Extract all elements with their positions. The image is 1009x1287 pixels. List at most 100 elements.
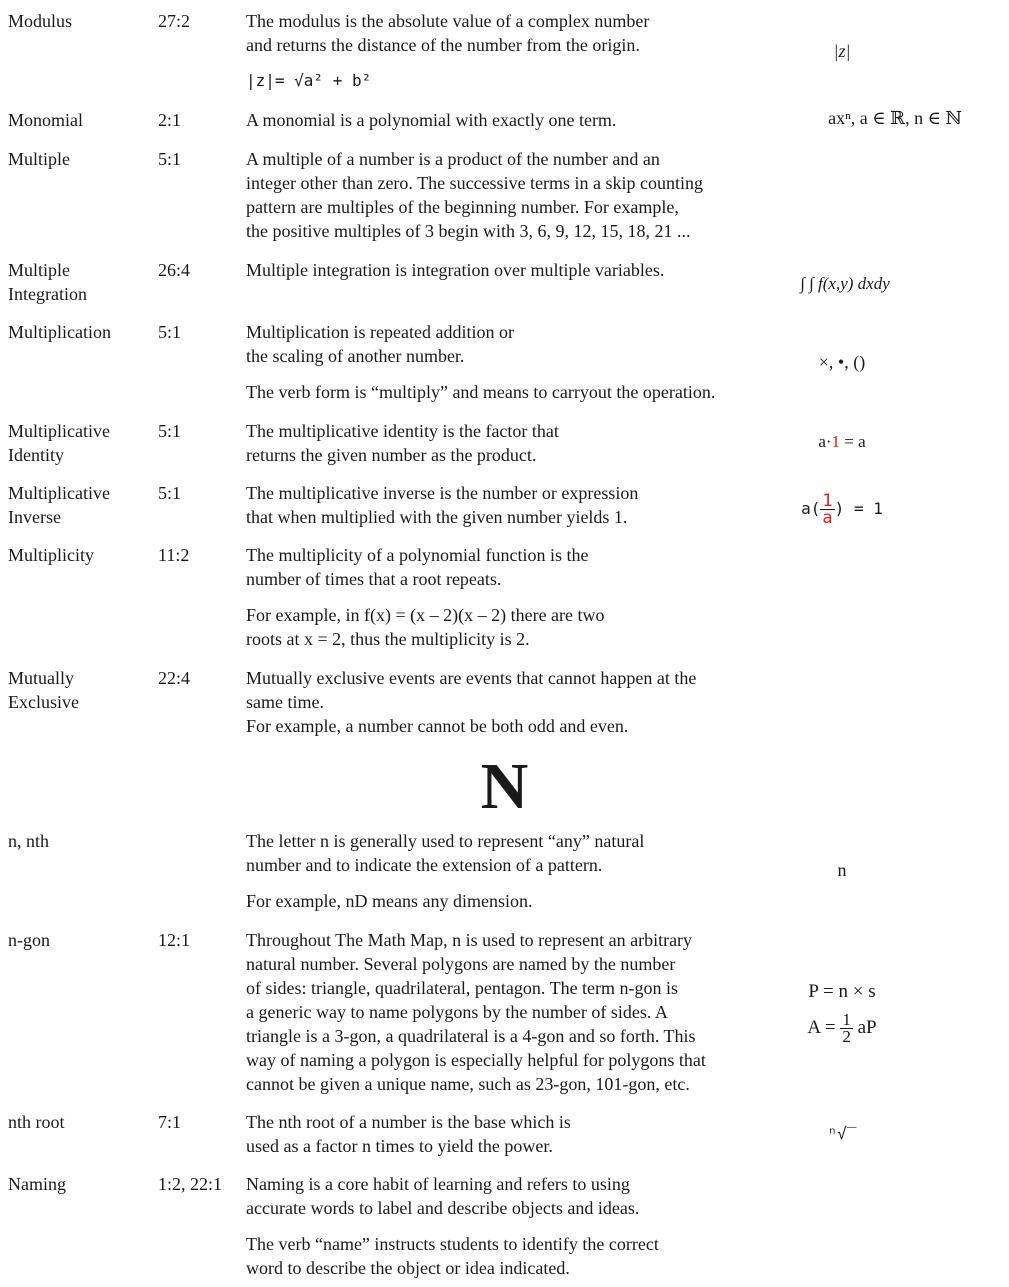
desc-line: roots at x = 2, thus the multiplicity is…: [246, 629, 530, 649]
term-multiple: Multiple: [8, 149, 70, 169]
symbol-multiplication: ×, •, (): [818, 352, 866, 372]
ref-monomial: 2:1: [158, 110, 182, 130]
fraction-numerator: 1: [820, 491, 835, 511]
ref-multiple-integration: 26:4: [158, 260, 191, 280]
term-line: Integration: [8, 284, 87, 304]
ref-multiplicative-identity: 5:1: [158, 421, 182, 441]
desc-line: A multiple of a number is a product of t…: [246, 149, 660, 169]
desc-line: same time.: [246, 692, 324, 712]
term-line: Inverse: [8, 507, 61, 527]
section-letter-heading: N: [480, 750, 529, 823]
desc-multiplicative-inverse: The multiplicative inverse is the number…: [246, 481, 786, 529]
desc-line: For example, a number cannot be both odd…: [246, 716, 629, 736]
desc-line: word to describe the object or idea indi…: [246, 1258, 570, 1278]
term-line: Multiplicative: [8, 421, 110, 441]
desc-line: The letter n is generally used to repres…: [246, 831, 645, 851]
desc-line: Multiple integration is integration over…: [246, 260, 665, 280]
term-multiple-integration: Multiple Integration: [8, 258, 87, 306]
desc-line: The multiplicative inverse is the number…: [246, 483, 639, 503]
desc-line: For example, nD means any dimension.: [246, 891, 533, 911]
ref-multiple: 5:1: [158, 149, 182, 169]
desc-naming: Naming is a core habit of learning and r…: [246, 1172, 786, 1280]
term-multiplicative-identity: Multiplicative Identity: [8, 419, 110, 467]
desc-line: of sides: triangle, quadrilateral, penta…: [246, 978, 679, 998]
ref-naming: 1:2, 22:1: [158, 1174, 223, 1194]
term-nth-root: nth root: [8, 1112, 65, 1132]
desc-line: The nth root of a number is the base whi…: [246, 1112, 571, 1132]
desc-line: the scaling of another number.: [246, 346, 465, 366]
term-line: Multiple: [8, 260, 70, 280]
ref-multiplicity: 11:2: [158, 545, 190, 565]
desc-line: The multiplicity of a polynomial functio…: [246, 545, 589, 565]
desc-line: that when multiplied with the given numb…: [246, 507, 628, 527]
fraction-numerator: 1: [840, 1010, 853, 1029]
ref-nth-root: 7:1: [158, 1112, 182, 1132]
symbol-part: aP: [857, 1016, 877, 1038]
desc-multiplicity: The multiplicity of a polynomial functio…: [246, 543, 786, 651]
term-monomial: Monomial: [8, 110, 83, 130]
term-line: Exclusive: [8, 692, 79, 712]
desc-line: cannot be given a unique name, such as 2…: [246, 1074, 690, 1094]
desc-modulus: The modulus is the absolute value of a c…: [246, 9, 786, 93]
desc-line: For example, in f(x) = (x – 2)(x – 2) th…: [246, 605, 605, 625]
term-line: Identity: [8, 445, 64, 465]
desc-line: natural number. Several polygons are nam…: [246, 954, 676, 974]
term-line: Multiplicative: [8, 483, 110, 503]
desc-mutually-exclusive: Mutually exclusive events are events tha…: [246, 666, 786, 738]
desc-multiplicative-identity: The multiplicative identity is the facto…: [246, 419, 786, 467]
desc-line: accurate words to label and describe obj…: [246, 1198, 640, 1218]
fraction-denominator: a: [822, 508, 833, 528]
term-mutually-exclusive: Mutually Exclusive: [8, 666, 79, 714]
term-n-nth: n, nth: [8, 831, 50, 851]
desc-line: a generic way to name polygons by the nu…: [246, 1002, 668, 1022]
desc-line: Naming is a core habit of learning and r…: [246, 1174, 630, 1194]
ref-multiplicative-inverse: 5:1: [158, 483, 182, 503]
symbol-multiple-integration: ∫ ∫ f(x,y) dxdy: [800, 274, 890, 293]
term-line: Mutually: [8, 668, 74, 688]
ref-mutually-exclusive: 22:4: [158, 668, 191, 688]
desc-line: The modulus is the absolute value of a c…: [246, 11, 650, 31]
symbol-part: a: [801, 499, 811, 518]
desc-line: The verb “name” instructs students to id…: [246, 1234, 659, 1254]
desc-line: pattern are multiples of the beginning n…: [246, 197, 679, 217]
desc-line: integer other than zero. The successive …: [246, 173, 704, 193]
desc-multiple-integration: Multiple integration is integration over…: [246, 258, 786, 282]
symbol-part: = 1: [853, 499, 883, 518]
term-naming: Naming: [8, 1174, 66, 1194]
desc-line: The verb form is “multiply” and means to…: [246, 382, 716, 402]
modulus-formula: |z|= √a² + b²: [246, 71, 372, 90]
symbol-multiplicative-identity: a·1 = a: [800, 432, 884, 452]
desc-line: way of naming a polygon is especially he…: [246, 1050, 706, 1070]
desc-multiple: A multiple of a number is a product of t…: [246, 147, 786, 243]
ref-n-gon: 12:1: [158, 930, 191, 950]
symbol-part: a·: [818, 432, 832, 451]
desc-n-gon: Throughout The Math Map, n is used to re…: [246, 928, 786, 1096]
symbol-monomial: axⁿ, a ∈ ℝ, n ∈ ℕ: [828, 108, 962, 128]
symbol-part: = a: [840, 432, 866, 451]
ref-modulus: 27:2: [158, 11, 191, 31]
symbol-part: A =: [807, 1016, 836, 1038]
symbol-nth-root: ⁿ√‾: [827, 1124, 857, 1143]
desc-line: number of times that a root repeats.: [246, 569, 502, 589]
ref-multiplication: 5:1: [158, 322, 182, 342]
desc-line: number and to indicate the extension of …: [246, 855, 603, 875]
desc-line: The multiplicative identity is the facto…: [246, 421, 559, 441]
symbol-n-gon-perimeter: P = n × s: [808, 981, 876, 1002]
identity-one: 1: [831, 432, 841, 451]
desc-n-nth: The letter n is generally used to repres…: [246, 829, 786, 913]
term-multiplicity: Multiplicity: [8, 545, 95, 565]
term-multiplicative-inverse: Multiplicative Inverse: [8, 481, 110, 529]
term-modulus: Modulus: [8, 11, 73, 31]
symbol-modulus: |z|: [833, 41, 851, 61]
desc-line: used as a factor n times to yield the po…: [246, 1136, 553, 1156]
desc-monomial: A monomial is a polynomial with exactly …: [246, 108, 786, 132]
symbol-n-nth: n: [837, 860, 847, 880]
term-multiplication: Multiplication: [8, 322, 111, 342]
desc-line: A monomial is a polynomial with exactly …: [246, 110, 617, 130]
desc-line: Throughout The Math Map, n is used to re…: [246, 930, 693, 950]
term-n-gon: n-gon: [8, 930, 50, 950]
